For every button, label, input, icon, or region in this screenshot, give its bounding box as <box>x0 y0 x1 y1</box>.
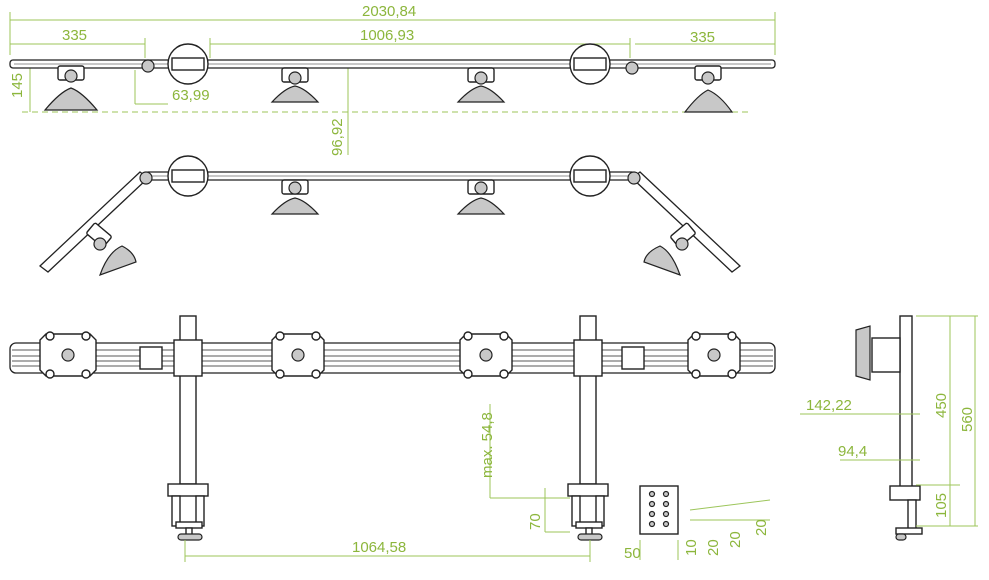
dim-plate-10: 10 <box>683 539 700 556</box>
clamp-right <box>567 483 609 541</box>
dim-max-height: max. 54,8 <box>479 412 496 478</box>
dim-height-145: 145 <box>9 73 26 98</box>
dim-depth: 96,92 <box>329 118 346 156</box>
dim-side-105: 105 <box>933 493 950 518</box>
dim-offset: 63,99 <box>172 87 210 104</box>
dim-side-450: 450 <box>933 393 950 418</box>
dim-clamp-70: 70 <box>527 513 544 530</box>
dim-end-right: 335 <box>690 29 715 46</box>
head-4 <box>683 65 734 113</box>
front-view: 1064,58 max. 54,8 70 50 10 20 20 20 <box>9 315 776 562</box>
top-view-straight: 2030,84 335 1006,93 335 63,99 145 96,92 <box>9 3 776 156</box>
side-view: 142,22 94,4 450 560 105 <box>800 315 978 541</box>
head-1 <box>43 65 99 111</box>
head-3 <box>456 67 506 103</box>
dim-center-span: 1006,93 <box>360 27 414 44</box>
dim-clamp-50: 50 <box>624 545 641 562</box>
vesa-plate-3 <box>459 331 513 379</box>
vesa-plate-4 <box>687 331 741 379</box>
clamp-left <box>167 483 209 541</box>
clamp-plate-detail <box>639 485 679 535</box>
dim-plate-20a: 20 <box>705 539 722 556</box>
head-2 <box>270 67 320 103</box>
crossbar-front <box>9 342 776 374</box>
dim-total-width: 2030,84 <box>362 3 416 20</box>
dim-plate-20b: 20 <box>727 531 744 548</box>
vesa-plate-2 <box>271 331 325 379</box>
vesa-plate-1 <box>39 331 97 379</box>
dim-plate-20c: 20 <box>753 519 770 536</box>
dim-side-142: 142,22 <box>806 397 852 414</box>
side-pole <box>899 315 913 497</box>
top-view-angled <box>38 155 742 276</box>
dim-side-560: 560 <box>959 407 976 432</box>
dim-base-span: 1064,58 <box>352 539 406 556</box>
dim-end-left: 335 <box>62 27 87 44</box>
dim-side-94: 94,4 <box>838 443 867 460</box>
